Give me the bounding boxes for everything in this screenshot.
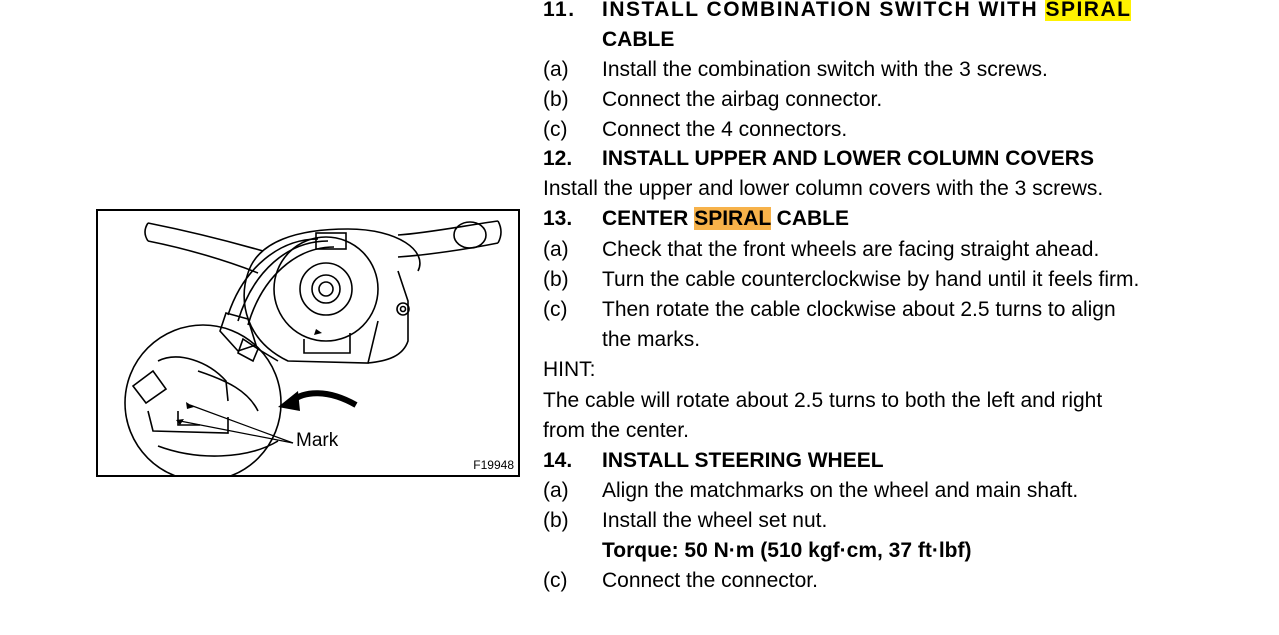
spiral-cable-illustration: Mark F19948: [96, 209, 520, 477]
steering-column-drawing: [124, 220, 502, 475]
step-14a-label: (a): [543, 479, 569, 502]
step-14-title: INSTALL STEERING WHEEL: [602, 449, 884, 472]
step-12-title: INSTALL UPPER AND LOWER COLUMN COVERS: [602, 147, 1094, 170]
step-13a-label: (a): [543, 238, 569, 261]
step-13a-text: Check that the front wheels are facing s…: [602, 238, 1100, 261]
step-14c-label: (c): [543, 569, 568, 592]
step-11b-text: Connect the airbag connector.: [602, 88, 883, 111]
step-11c-label: (c): [543, 118, 568, 141]
step-14b-text: Install the wheel set nut.: [602, 509, 828, 532]
step-14c-text: Connect the connector.: [602, 569, 818, 592]
step-11a-label: (a): [543, 58, 569, 81]
step-13b-text: Turn the cable counterclockwise by hand …: [602, 268, 1140, 291]
step-12-number: 12.: [543, 147, 573, 170]
step-11-title: INSTALL COMBINATION SWITCH WITH SPIRAL: [602, 0, 1132, 21]
step-14b-label: (b): [543, 509, 569, 532]
hint-text: The cable will rotate about 2.5 turns to…: [543, 389, 1103, 412]
step-13b-label: (b): [543, 268, 569, 291]
highlight-spiral: SPIRAL: [694, 207, 771, 230]
step-13-title: CENTER SPIRAL CABLE: [602, 207, 849, 230]
step-11-title-cont: CABLE: [602, 28, 675, 51]
figure-code: F19948: [473, 458, 514, 472]
step-13-number: 13.: [543, 207, 573, 230]
step-11c-text: Connect the 4 connectors.: [602, 118, 848, 141]
step-11-number: 11.: [543, 0, 576, 21]
step-14-number: 14.: [543, 449, 573, 472]
hint-label: HINT:: [543, 358, 596, 381]
step-13c-text-cont: the marks.: [602, 328, 701, 351]
hint-text-cont: from the center.: [543, 419, 689, 442]
highlight-spiral: SPIRAL: [1045, 0, 1132, 21]
step-11a-text: Install the combination switch with the …: [602, 58, 1048, 81]
step-13c-text: Then rotate the cable clockwise about 2.…: [602, 298, 1116, 321]
mark-callout-label: Mark: [296, 430, 339, 451]
step-13c-label: (c): [543, 298, 568, 321]
step-12-body: Install the upper and lower column cover…: [543, 177, 1104, 200]
step-11b-label: (b): [543, 88, 569, 111]
torque-spec: Torque: 50 N·m (510 kgf·cm, 37 ft·lbf): [602, 539, 972, 562]
step-14a-text: Align the matchmarks on the wheel and ma…: [602, 479, 1079, 502]
